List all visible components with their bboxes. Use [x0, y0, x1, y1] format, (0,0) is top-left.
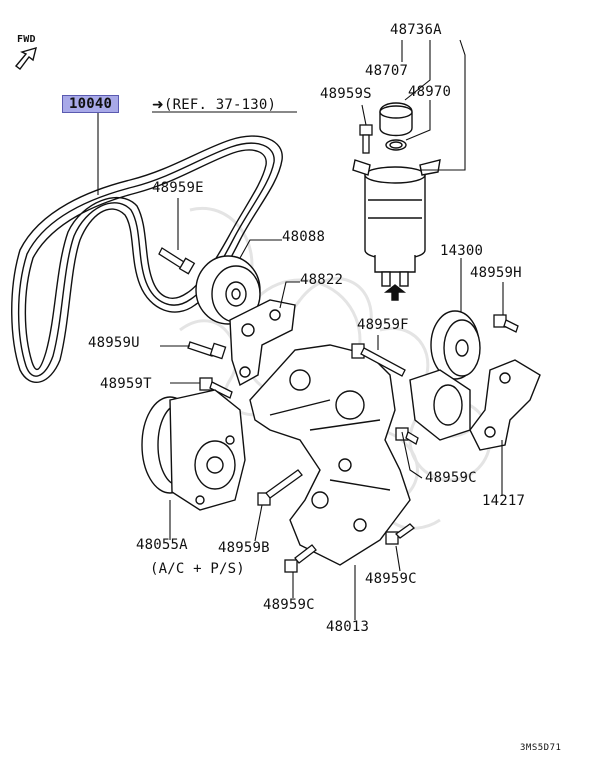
reference-text: (REF. 37-130) [163, 97, 277, 113]
diagram-code: 3MS5D71 [520, 743, 562, 753]
part-48959E[interactable]: 48959E [152, 180, 204, 196]
bolt-48959U [187, 341, 227, 360]
part-48959C-bottom[interactable]: 48959C [263, 597, 315, 613]
part-48959U[interactable]: 48959U [88, 335, 140, 351]
part-48736A[interactable]: 48736A [390, 22, 442, 38]
bolt-48959C-mid [385, 523, 416, 545]
part-48822[interactable]: 48822 [300, 272, 344, 288]
bolt-48959H [493, 314, 519, 333]
bolt-48959B [257, 469, 303, 506]
part-48088[interactable]: 48088 [282, 229, 326, 245]
bolt-48959F [351, 343, 406, 377]
bolt-48959C-bottom [284, 544, 317, 573]
bolt-48959T [199, 377, 233, 399]
reservoir-cap [379, 102, 413, 151]
idler-pulley [195, 255, 261, 325]
part-48970[interactable]: 48970 [408, 84, 452, 100]
part-48959S[interactable]: 48959S [320, 86, 372, 102]
leader-lines [97, 39, 504, 620]
part-48013[interactable]: 48013 [326, 619, 370, 635]
part-48055A[interactable]: 48055A [136, 537, 188, 553]
part-10040[interactable]: 10040 [62, 95, 120, 113]
part-14217[interactable]: 14217 [482, 493, 526, 509]
fwd-arrow [14, 46, 37, 70]
note-ac-ps: (A/C + P/S) [150, 561, 245, 577]
part-14300[interactable]: 14300 [440, 243, 484, 259]
bracket-48822 [229, 299, 296, 387]
fwd-label: FWD [17, 34, 36, 45]
part-48959F[interactable]: 48959F [357, 317, 409, 333]
bolt-48959C-right [395, 427, 419, 445]
bracket-14217 [469, 359, 541, 451]
reference-link[interactable]: ➜(REF. 37-130) [152, 97, 276, 113]
part-48707[interactable]: 48707 [365, 63, 409, 79]
part-48959B[interactable]: 48959B [218, 540, 270, 556]
power-steering-pump [141, 389, 246, 511]
bolt-48959S [359, 124, 373, 154]
tensioner-pulley [409, 310, 481, 441]
reservoir [352, 159, 441, 301]
ref-arrow-icon: ➜ [152, 97, 164, 113]
part-48959T[interactable]: 48959T [100, 376, 152, 392]
bolt-48959E [158, 247, 196, 275]
part-48959C-mid[interactable]: 48959C [365, 571, 417, 587]
part-48959C-right[interactable]: 48959C [425, 470, 477, 486]
part-48959H[interactable]: 48959H [470, 265, 522, 281]
